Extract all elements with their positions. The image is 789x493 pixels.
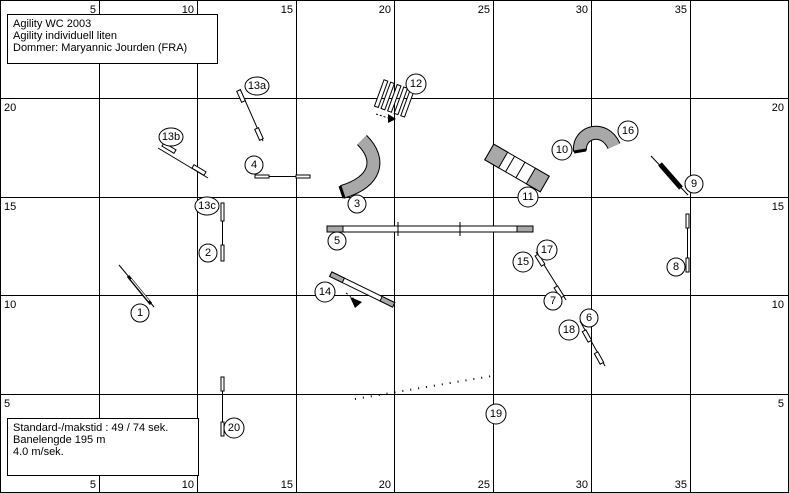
marker-13c: 13c [194, 196, 220, 216]
x-axis-bottom: 5 10 15 20 25 30 35 [90, 479, 687, 491]
svg-text:13c: 13c [198, 200, 216, 212]
obstacle-4-jump [254, 174, 311, 179]
y-tick: 15 [4, 201, 16, 213]
svg-text:8: 8 [673, 261, 679, 273]
marker-17: 17 [536, 239, 558, 261]
svg-text:12: 12 [410, 78, 422, 90]
marker-16: 16 [617, 120, 639, 142]
course-stats-box: Standard-/makstid : 49 / 74 sek. Banelen… [7, 418, 199, 476]
svg-text:13a: 13a [248, 80, 267, 92]
x-tick: 30 [576, 4, 588, 16]
obstacle-3-tunnel [338, 135, 381, 199]
x-tick: 15 [281, 4, 293, 16]
marker-14: 14 [314, 281, 336, 303]
svg-text:7: 7 [550, 295, 556, 307]
obstacle-2-13c-jump [220, 202, 225, 262]
y-axis-left: 20 15 10 5 [4, 102, 16, 410]
y-axis-right: 20 15 10 5 [772, 102, 784, 410]
x-tick: 35 [675, 479, 687, 491]
obstacle-10-16-tunnel [573, 125, 621, 154]
marker-10: 10 [551, 139, 573, 161]
x-tick: 5 [90, 4, 96, 16]
svg-text:19: 19 [490, 408, 502, 420]
marker-13a: 13a [244, 76, 270, 96]
y-tick: 5 [778, 398, 784, 410]
marker-8: 8 [666, 257, 686, 277]
x-tick: 20 [379, 479, 391, 491]
marker-3: 3 [347, 194, 367, 214]
marker-11: 11 [517, 186, 539, 208]
marker-20: 20 [223, 417, 245, 439]
svg-text:11: 11 [522, 191, 533, 203]
obstacle-8-jump [685, 213, 690, 273]
y-tick: 5 [4, 398, 10, 410]
svg-text:13b: 13b [162, 131, 180, 143]
marker-1: 1 [130, 303, 150, 323]
y-tick: 15 [772, 201, 784, 213]
marker-5: 5 [327, 231, 347, 251]
course-length: Banelengde 195 m [13, 434, 106, 446]
obstacle-14-seesaw [328, 271, 396, 308]
svg-text:6: 6 [586, 312, 592, 324]
marker-12: 12 [405, 73, 427, 95]
course-speed: 4.0 m/sek. [13, 446, 64, 458]
marker-13b: 13b [158, 127, 184, 147]
marker-19: 19 [485, 403, 507, 425]
svg-text:15: 15 [517, 256, 529, 268]
marker-6: 6 [579, 308, 599, 328]
x-tick: 35 [675, 4, 687, 16]
marker-4: 4 [244, 155, 264, 175]
y-tick: 20 [4, 102, 16, 114]
class-name: Agility individuell liten [13, 30, 117, 42]
svg-text:3: 3 [354, 198, 360, 210]
event-title: Agility WC 2003 [13, 18, 92, 30]
x-tick: 5 [90, 479, 96, 491]
marker-18: 18 [558, 319, 580, 341]
obstacle-11-chute [484, 143, 550, 193]
y-tick: 20 [772, 102, 784, 114]
y-tick: 10 [772, 299, 784, 311]
marker-15: 15 [512, 251, 534, 273]
obstacle-7-15-17-jump [534, 251, 567, 301]
obstacle-12-weave [373, 79, 415, 123]
svg-text:17: 17 [541, 244, 553, 256]
x-tick: 30 [576, 479, 588, 491]
svg-text:16: 16 [622, 125, 634, 137]
marker-9: 9 [684, 174, 704, 194]
svg-text:4: 4 [251, 159, 257, 171]
obstacle-5-dogwalk [326, 222, 534, 236]
x-axis-top: 5 10 15 20 25 30 35 [90, 4, 687, 16]
svg-text:20: 20 [228, 422, 240, 434]
svg-text:18: 18 [563, 324, 575, 336]
judge-name: Dommer: Maryannic Jourden (FRA) [13, 42, 188, 54]
obstacle-6-18-jump [579, 320, 606, 367]
x-tick: 10 [182, 479, 194, 491]
x-tick: 25 [478, 4, 490, 16]
obstacle-9-weave [650, 155, 689, 196]
x-tick: 15 [281, 479, 293, 491]
svg-text:5: 5 [334, 235, 340, 247]
marker-2: 2 [198, 243, 218, 263]
x-tick: 10 [182, 4, 194, 16]
marker-7: 7 [543, 291, 563, 311]
obstacle-13a-jump [236, 88, 264, 142]
svg-text:1: 1 [137, 307, 143, 319]
svg-text:14: 14 [319, 286, 331, 298]
y-tick: 10 [4, 299, 16, 311]
x-tick: 25 [478, 479, 490, 491]
x-tick: 20 [379, 4, 391, 16]
course-time: Standard-/makstid : 49 / 74 sek. [13, 422, 169, 434]
svg-text:2: 2 [205, 247, 211, 259]
svg-text:9: 9 [691, 178, 697, 190]
obstacle-1-jump [118, 264, 155, 308]
course-info-box: Agility WC 2003 Agility individuell lite… [7, 14, 218, 64]
svg-text:10: 10 [556, 144, 568, 156]
